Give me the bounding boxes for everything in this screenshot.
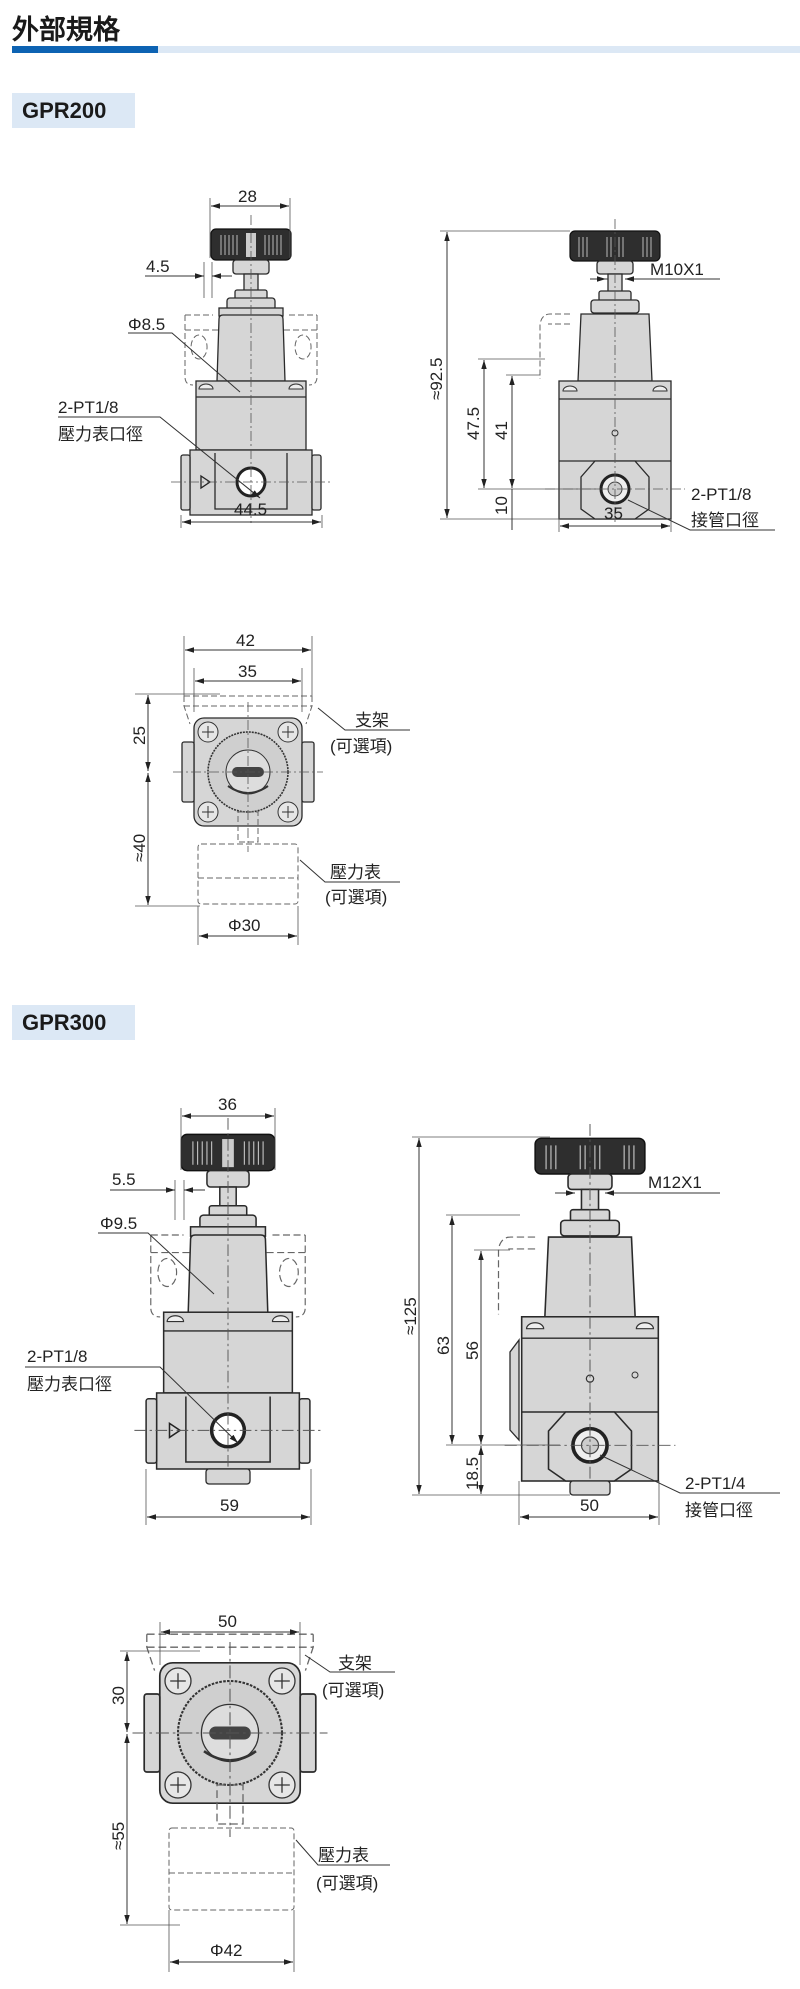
title-underline-accent [12, 46, 158, 53]
gpr300-top-view [131, 1632, 329, 1839]
gpr300-gauge-port-label: 壓力表口徑 [27, 1375, 112, 1394]
gpr200-supply-port: 2-PT1/8 [691, 485, 751, 504]
gpr200-stem-dim: 4.5 [146, 257, 170, 276]
gpr200-bracket-width: 42 [236, 631, 255, 650]
gpr200-bracket-height: 47.5 [464, 407, 483, 440]
gpr200-top-height: 25 [130, 726, 149, 745]
gpr300-top-height: 30 [109, 1686, 128, 1705]
gpr200-supply-port-label: 接管口徑 [691, 511, 759, 530]
title-underline [12, 46, 800, 53]
gpr200-gauge-diameter: Φ30 [228, 916, 260, 935]
gpr200-depth: 35 [604, 504, 623, 523]
gpr300-bracket-height: 63 [434, 1336, 453, 1355]
gpr300-front-view [132, 1116, 324, 1481]
gpr300-gauge-port: 2-PT1/8 [27, 1347, 87, 1366]
gpr200-gauge-port-label: 壓力表口徑 [58, 425, 143, 444]
gpr200-optional-gauge [197, 843, 299, 905]
model-label-gpr300: GPR300 [12, 1005, 135, 1040]
gpr300-optional-gauge [168, 1827, 295, 1911]
gpr300-bracket-hole: Φ9.5 [100, 1214, 137, 1233]
gpr300-side-dimensions: ≈125 63 56 18.5 M12X1 50 2-PT1/4 接管口徑 [401, 1136, 780, 1525]
gpr300-body-width-top: 50 [218, 1612, 237, 1631]
gpr300-mount-height: 56 [463, 1341, 482, 1360]
gpr300-gauge-label: 壓力表 [318, 1846, 369, 1865]
gpr300-bracket-optional: (可選項) [322, 1681, 384, 1700]
model-label-gpr200: GPR200 [12, 93, 135, 128]
gpr200-side-dimensions: ≈92.5 47.5 41 10 M10X1 35 2-PT1/8 接管口徑 [427, 230, 775, 532]
gpr300-stem-dim: 5.5 [112, 1170, 136, 1189]
gpr300-front-dimensions: 36 5.5 Φ9.5 2-PT1/8 壓力表口徑 59 [25, 1095, 312, 1525]
gpr200-gauge-optional: (可選項) [325, 888, 387, 907]
gpr200-port-height: 10 [492, 496, 511, 515]
gpr300-gauge-diameter: Φ42 [210, 1941, 242, 1960]
gpr200-gauge-height: ≈40 [130, 834, 149, 862]
gpr300-port-height: 18.5 [463, 1457, 482, 1490]
gpr200-front-dimensions: 28 4.5 Φ8.5 2-PT1/8 壓力表口徑 44.5 [58, 187, 323, 528]
gpr200-overall-height: ≈92.5 [427, 358, 446, 400]
gpr200-gauge-label: 壓力表 [330, 863, 381, 882]
gpr300-drain-nut [205, 1468, 251, 1485]
gpr200-bracket-optional: (可選項) [330, 737, 392, 756]
gpr200-top-view [172, 695, 324, 853]
gpr200-body-width: 44.5 [234, 500, 267, 519]
gpr200-mount-height: 41 [492, 421, 511, 440]
gpr200-bracket-label: 支架 [355, 711, 389, 730]
gpr300-depth: 50 [580, 1496, 599, 1515]
gpr200-body-width-top: 35 [238, 662, 257, 681]
gpr300-knob-width: 36 [218, 1095, 237, 1114]
gpr300-side-boss [509, 1338, 520, 1442]
gpr200-gauge-port: 2-PT1/8 [58, 398, 118, 417]
gpr300-thread: M12X1 [648, 1173, 702, 1192]
gpr300-bracket-label: 支架 [338, 1654, 372, 1673]
gpr300-top-dimensions: 50 30 ≈55 Φ42 支架 (可選項) 壓力表 (可選項) [109, 1612, 395, 1972]
gpr300-supply-port: 2-PT1/4 [685, 1474, 745, 1493]
gpr200-thread: M10X1 [650, 260, 704, 279]
gpr300-gauge-height: ≈55 [109, 1822, 128, 1850]
gpr200-front-view [169, 213, 333, 525]
gpr300-supply-port-label: 接管口徑 [685, 1501, 753, 1520]
gpr300-overall-height: ≈125 [401, 1297, 420, 1335]
gpr300-body-width: 59 [220, 1496, 239, 1515]
gpr200-knob-width: 28 [238, 187, 257, 206]
gpr300-gauge-optional: (可選項) [316, 1874, 378, 1893]
gpr200-top-dimensions: 42 35 25 ≈40 Φ30 支架 (可選項) 壓力表 (可選項) [130, 631, 410, 945]
page-title: 外部規格 [12, 15, 120, 46]
gpr200-bracket-hole: Φ8.5 [128, 315, 165, 334]
